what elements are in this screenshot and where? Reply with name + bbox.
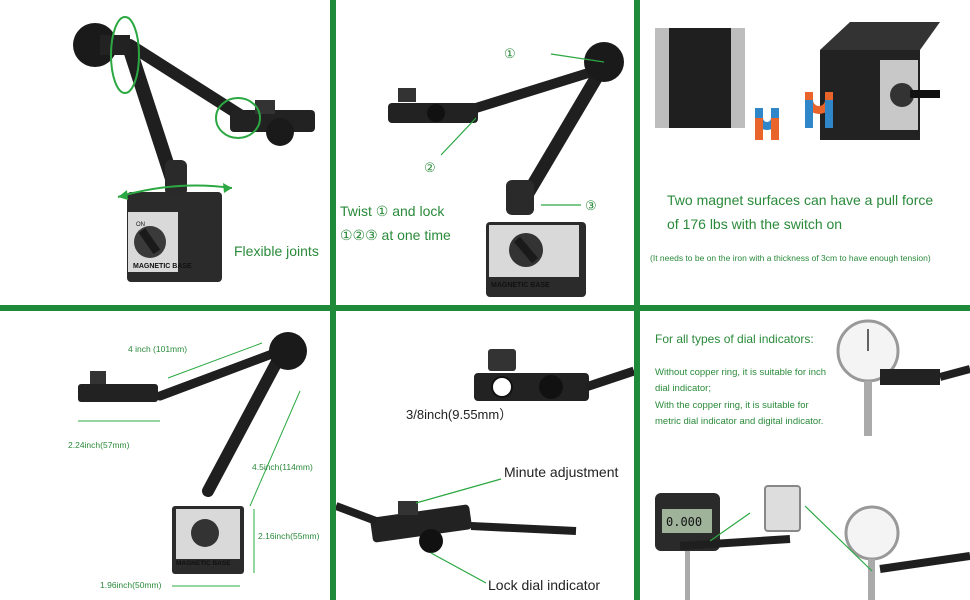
width-dimension: 1.96inch(50mm) xyxy=(100,580,162,590)
upper-arm xyxy=(471,65,603,113)
lower-arm xyxy=(202,350,286,497)
minute-adjustment-label: Minute adjustment xyxy=(504,464,619,480)
base-label: MAGNETIC BASE xyxy=(176,560,231,567)
dial-indicator-panel: 0.000 For all types of dial indicators: … xyxy=(640,311,970,600)
rotation-arrow-icon xyxy=(215,97,261,139)
on-label: ON xyxy=(136,222,145,228)
metric-indicator-line: metric dial indicator and digital indica… xyxy=(655,416,824,427)
clamp xyxy=(880,369,940,385)
marker-3: ③ xyxy=(585,198,597,213)
clamp xyxy=(78,384,158,402)
with-ring-line: With the copper ring, it is suitable for xyxy=(655,400,809,411)
switch-knob xyxy=(191,519,219,547)
lower-clamp xyxy=(370,504,472,543)
hole-size-label: 3/8inch(9.55mm） xyxy=(406,407,513,422)
pull-force-line-2: of 176 lbs with the switch on xyxy=(667,216,843,232)
inch-indicator-line: dial indicator; xyxy=(655,383,711,394)
iron-thickness-note: (It needs to be on the iron with a thick… xyxy=(650,253,931,263)
arm1-dimension: 4 inch (101mm) xyxy=(128,344,188,354)
pull-force-line-1: Two magnet surfaces can have a pull forc… xyxy=(667,192,934,208)
base-label: MAGNETIC BASE xyxy=(491,282,550,289)
mounting-hole xyxy=(491,376,513,398)
marker-2: ② xyxy=(424,160,436,175)
without-ring-line: Without copper ring, it is suitable for … xyxy=(655,367,827,378)
flexible-joints-caption: Flexible joints xyxy=(234,243,319,259)
magnet-force-illustration xyxy=(655,22,940,140)
twist-lock-illustration: MAGNETIC BASE ① ② ③ xyxy=(388,42,624,297)
clamp-dimension: 2.24inch(57mm) xyxy=(68,440,130,450)
marker-1: ① xyxy=(504,46,516,61)
lock-knob xyxy=(269,332,307,370)
flexible-joints-illustration: MAGNETIC BASE ON xyxy=(73,16,315,282)
dimensions-illustration: MAGNETIC BASE xyxy=(78,332,307,587)
height-dimension: 2.16inch(55mm) xyxy=(258,531,320,541)
dial-indicator-illustration: 0.000 xyxy=(655,319,970,600)
v-groove-base xyxy=(655,28,745,128)
step-2-text: ①②③ at one time xyxy=(340,227,451,243)
lower-arm xyxy=(514,68,605,212)
twist-lock-panel: MAGNETIC BASE ① ② ③ Twist ① and lock ①②③… xyxy=(336,0,634,305)
indicator-types-title: For all types of dial indicators: xyxy=(655,332,814,346)
arm2-dimension: 4.5inch(114mm) xyxy=(252,462,313,472)
clamp-detail-illustration xyxy=(336,349,634,584)
digital-display: 0.000 xyxy=(666,515,702,529)
clamp-detail-panel: 3/8inch(9.55mm） Minute adjustment Lock d… xyxy=(336,311,634,600)
lock-dial-indicator-label: Lock dial indicator xyxy=(488,577,601,593)
lock-screw xyxy=(419,529,443,553)
lock-knob xyxy=(73,23,117,67)
magnet-force-panel: Two magnet surfaces can have a pull forc… xyxy=(640,0,970,305)
flexible-joints-panel: MAGNETIC BASE ON Flexible joints xyxy=(0,0,330,305)
base-label: MAGNETIC BASE xyxy=(133,263,192,270)
rotation-arrow-icon xyxy=(110,16,140,94)
rotation-arrow-icon xyxy=(117,184,233,198)
dial-gauge xyxy=(844,505,900,561)
copper-ring xyxy=(764,485,801,532)
dimensions-panel: MAGNETIC BASE 4 inch (101mm) 2.24inch(57… xyxy=(0,311,330,600)
step-1-text: Twist ① and lock xyxy=(340,203,445,219)
upper-arm xyxy=(155,346,285,401)
